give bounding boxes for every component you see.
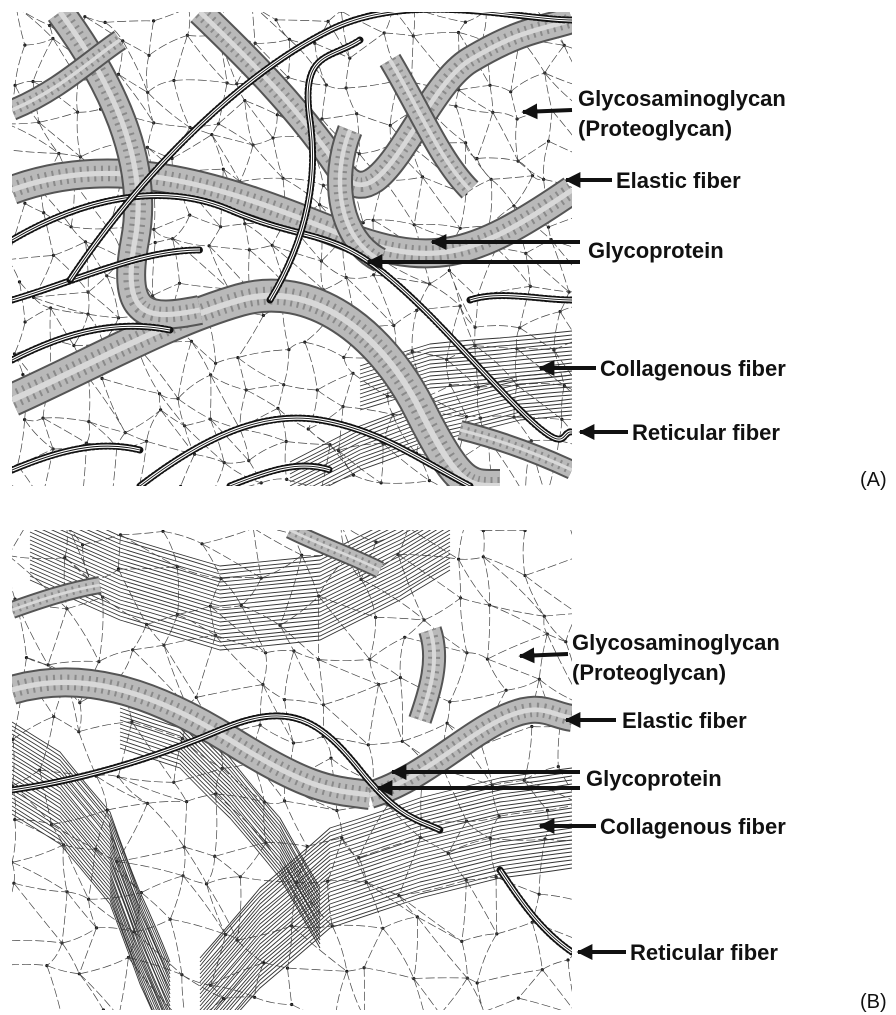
gag-dot — [320, 486, 323, 489]
panel-b-label-collagenous-fiber: Collagenous fiber — [600, 814, 786, 839]
gag-dot — [582, 704, 585, 707]
gag-dot — [65, 523, 68, 526]
panel-b-label-glycoprotein: Glycoprotein — [586, 766, 722, 791]
panel-a-label-proteoglycan: (Proteoglycan) — [578, 116, 732, 141]
panel-a-label-reticular-fiber: Reticular fiber — [632, 420, 780, 445]
panel-b-label-elastic-fiber: Elastic fiber — [622, 708, 747, 733]
gag-dot — [0, 477, 2, 480]
gag-dot — [135, 494, 138, 497]
gag-dot — [222, 2, 225, 5]
gag-dot — [585, 448, 588, 451]
gag-dot — [23, 527, 26, 530]
gag-dot — [597, 208, 600, 211]
gag-dot — [484, 9, 487, 12]
gag-dot — [0, 148, 3, 151]
gag-dot — [4, 187, 7, 190]
gag-dot — [209, 494, 212, 497]
gag-dot — [545, 5, 548, 8]
gag-dot — [594, 292, 597, 295]
gag-dot — [463, 523, 466, 526]
gag-dot — [391, 7, 394, 10]
panel-b-label-proteoglycan: (Proteoglycan) — [572, 660, 726, 685]
gag-dot — [406, 526, 409, 529]
gag-dot — [577, 338, 580, 341]
panel-b-arrow-glycosaminoglycan — [520, 654, 568, 656]
panel-a-label-glycosaminoglycan: Glycosaminoglycan — [578, 86, 786, 111]
gag-dot — [495, 496, 498, 499]
panel-a-label-glycoprotein: Glycoprotein — [588, 238, 724, 263]
gag-dot — [40, 499, 43, 502]
panel-b-tissue — [0, 486, 586, 1015]
panel-b-label-glycosaminoglycan: Glycosaminoglycan — [572, 630, 780, 655]
gag-dot — [583, 941, 586, 944]
gag-dot — [251, 3, 254, 6]
gag-dot — [5, 122, 8, 125]
panel-a-label-collagenous-fiber: Collagenous fiber — [600, 356, 786, 381]
gag-dot — [565, 513, 568, 516]
panel-a-label-elastic-fiber: Elastic fiber — [616, 168, 741, 193]
gag-dot — [187, 6, 190, 9]
gag-dot — [578, 491, 581, 494]
panel-a-arrow-glycosaminoglycan — [523, 110, 572, 112]
gag-dot — [545, 495, 548, 498]
gag-dot — [589, 54, 592, 57]
gag-dot — [595, 423, 598, 426]
gag-dot — [524, 496, 527, 499]
gag-dot — [339, 522, 342, 525]
gag-dot — [579, 305, 582, 308]
gag-dot — [252, 527, 255, 530]
gag-dot — [591, 159, 594, 162]
panel-b-label-reticular-fiber: Reticular fiber — [630, 940, 778, 965]
gag-dot — [579, 802, 582, 805]
gag-dot — [585, 11, 588, 14]
panel-b-tag: (B) — [860, 991, 887, 1013]
gag-dot — [444, 488, 447, 491]
gag-dot — [412, 7, 415, 10]
gag-dot — [586, 192, 589, 195]
gag-dot — [583, 838, 586, 841]
gag-dot — [6, 258, 9, 261]
gag-dot — [579, 554, 582, 557]
gag-dot — [586, 393, 589, 396]
gag-dot — [81, 497, 84, 500]
gag-dot — [482, 1010, 485, 1013]
gag-dot — [0, 940, 1, 943]
gag-dot — [529, 1, 532, 4]
panel-a: Glycosaminoglycan (Proteoglycan) Elastic… — [0, 1, 887, 506]
gag-dot — [110, 497, 113, 500]
gag-dot — [179, 485, 182, 488]
panel-b: Glycosaminoglycan (Proteoglycan) Elastic… — [0, 486, 887, 1015]
gag-dot — [582, 901, 585, 904]
gag-dot — [7, 554, 10, 557]
gag-dot — [15, 5, 18, 8]
panel-a-tag: (A) — [860, 469, 887, 491]
gag-dot — [576, 612, 579, 615]
panel-a-tissue — [0, 1, 600, 506]
